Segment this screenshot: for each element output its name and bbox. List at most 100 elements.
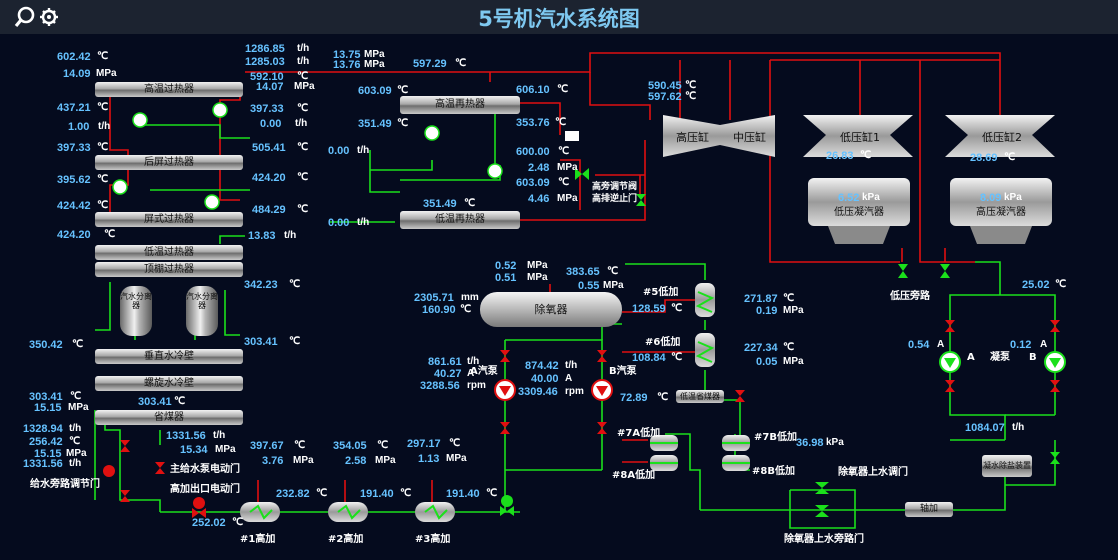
spiral-waterwall[interactable]: 螺旋水冷壁: [95, 376, 243, 391]
value: 0.00: [328, 217, 350, 229]
ceiling-superheater[interactable]: 顶棚过热器: [95, 262, 243, 277]
gate-valve-b2[interactable]: [597, 422, 607, 434]
unit: ℃: [397, 118, 409, 129]
unit: ℃: [377, 440, 389, 451]
division-panel-superheater[interactable]: 屏式过热器: [95, 212, 243, 227]
hp-condenser[interactable]: [950, 178, 1052, 226]
gear-icon[interactable]: [40, 8, 58, 26]
lp-heater-8a[interactable]: [650, 455, 678, 471]
low-temp-economizer[interactable]: 低温省煤器: [676, 390, 724, 403]
shaft-heater[interactable]: 轴加: [905, 502, 953, 517]
deaerator[interactable]: 除氧器: [480, 292, 622, 327]
lp-heater-8b[interactable]: [722, 455, 750, 471]
rear-panel-superheater[interactable]: 后屏过热器: [95, 155, 243, 170]
value: 0.00: [260, 118, 282, 130]
value: 1328.94: [23, 423, 63, 435]
gate-valve-k1[interactable]: [815, 482, 829, 494]
unit: ℃: [685, 80, 697, 91]
unit: kPa: [862, 192, 880, 203]
gate-valve-f1[interactable]: [500, 506, 514, 516]
unit: MPa: [783, 356, 804, 367]
gate-valve-e3[interactable]: [155, 462, 165, 474]
lp-turbine-2[interactable]: [945, 115, 1055, 157]
lp-bypass-valve-1[interactable]: [898, 264, 908, 278]
unit: t/h: [98, 121, 111, 132]
lp-heater-5[interactable]: [695, 283, 715, 317]
hp-turbine[interactable]: [663, 115, 720, 157]
lp-condenser[interactable]: [808, 178, 910, 226]
flow-valve-5[interactable]: [424, 125, 440, 141]
lp-heater-6[interactable]: [695, 333, 715, 367]
value: 606.10: [516, 84, 550, 96]
gate-valve-a1[interactable]: [500, 350, 510, 362]
high-temp-reheater[interactable]: 高温再热器: [400, 96, 520, 114]
lp-turbine-1-label: 低压缸1: [840, 131, 880, 144]
high-temp-superheater[interactable]: 高温过热器: [95, 82, 243, 97]
flow-valve-3[interactable]: [112, 179, 128, 195]
value: 128.59: [632, 303, 666, 315]
gate-valve-k2[interactable]: [815, 505, 829, 517]
value: 505.41: [252, 142, 286, 154]
unit: ℃: [316, 488, 328, 499]
unit: ℃: [289, 279, 301, 290]
value: 1285.03: [245, 56, 285, 68]
search-icon[interactable]: [14, 6, 35, 28]
deaerator-valve-body[interactable]: [565, 131, 579, 141]
low-temp-superheater[interactable]: 低温过热器: [95, 245, 243, 260]
gate-valve-h1[interactable]: [1050, 452, 1060, 464]
lp-heater-5-label: #5低加: [643, 287, 679, 298]
flow-valve-6[interactable]: [487, 163, 503, 179]
value: 28.69: [970, 152, 998, 164]
value: 40.27: [434, 368, 462, 380]
gate-valve-g1[interactable]: [636, 194, 646, 206]
condensate-polishing[interactable]: 凝水除盐装置: [982, 455, 1032, 477]
gate-valve-c3[interactable]: [945, 380, 955, 392]
lp-turbine-1[interactable]: [803, 115, 913, 157]
hp-heater-1[interactable]: [240, 502, 280, 522]
economizer[interactable]: 省煤器: [95, 410, 243, 425]
hp-heater-2[interactable]: [328, 502, 368, 522]
separator-1[interactable]: 汽水分离器: [120, 286, 152, 336]
separator-2[interactable]: 汽水分离器: [186, 286, 218, 336]
lp-heater-7b[interactable]: [722, 435, 750, 451]
gate-valve-c4[interactable]: [1050, 380, 1060, 392]
unit: MPa: [603, 280, 624, 291]
unit: ℃: [297, 103, 309, 114]
value: 3309.46: [518, 386, 558, 398]
gate-valve-c1[interactable]: [945, 320, 955, 332]
condensate-pump-a[interactable]: [939, 351, 961, 373]
gate-valve-e4[interactable]: [192, 508, 206, 518]
low-temp-reheater[interactable]: 低温再热器: [400, 211, 520, 229]
feed-pump-a[interactable]: [494, 379, 516, 401]
gate-valve-b1[interactable]: [597, 350, 607, 362]
flow-valve-4[interactable]: [204, 194, 220, 210]
feed-pump-b[interactable]: [591, 379, 613, 401]
hp-heater-3[interactable]: [415, 502, 455, 522]
flow-valve-1[interactable]: [132, 112, 148, 128]
value: 14.09: [63, 68, 91, 80]
condensate-pump-b[interactable]: [1044, 351, 1066, 373]
ip-turbine[interactable]: [720, 115, 775, 157]
gate-valve-d1[interactable]: [735, 390, 745, 402]
lp-heater-7a[interactable]: [650, 435, 678, 451]
unit: A: [1040, 339, 1048, 350]
flow-valve-2[interactable]: [212, 102, 228, 118]
unit: ℃: [289, 336, 301, 347]
gate-valve-e1[interactable]: [120, 440, 130, 452]
gate-valve-a2[interactable]: [500, 422, 510, 434]
value: 437.21: [57, 102, 91, 114]
lp-bypass-valve-2[interactable]: [940, 264, 950, 278]
unit: ℃: [455, 58, 467, 69]
lp-heater-7b-label: #7B低加: [754, 432, 797, 443]
unit: MPa: [293, 455, 314, 466]
value: 1331.56: [23, 458, 63, 470]
gate-valve-c2[interactable]: [1050, 320, 1060, 332]
gate-valve-g2[interactable]: [575, 168, 589, 180]
value: 232.82: [276, 488, 310, 500]
gate-valve-e2[interactable]: [120, 490, 130, 502]
lp-turbine-2-label: 低压缸2: [982, 131, 1022, 144]
value: 351.49: [358, 118, 392, 130]
value: 603.09: [516, 177, 550, 189]
vertical-waterwall[interactable]: 垂直水冷壁: [95, 349, 243, 364]
unit: ℃: [297, 172, 309, 183]
